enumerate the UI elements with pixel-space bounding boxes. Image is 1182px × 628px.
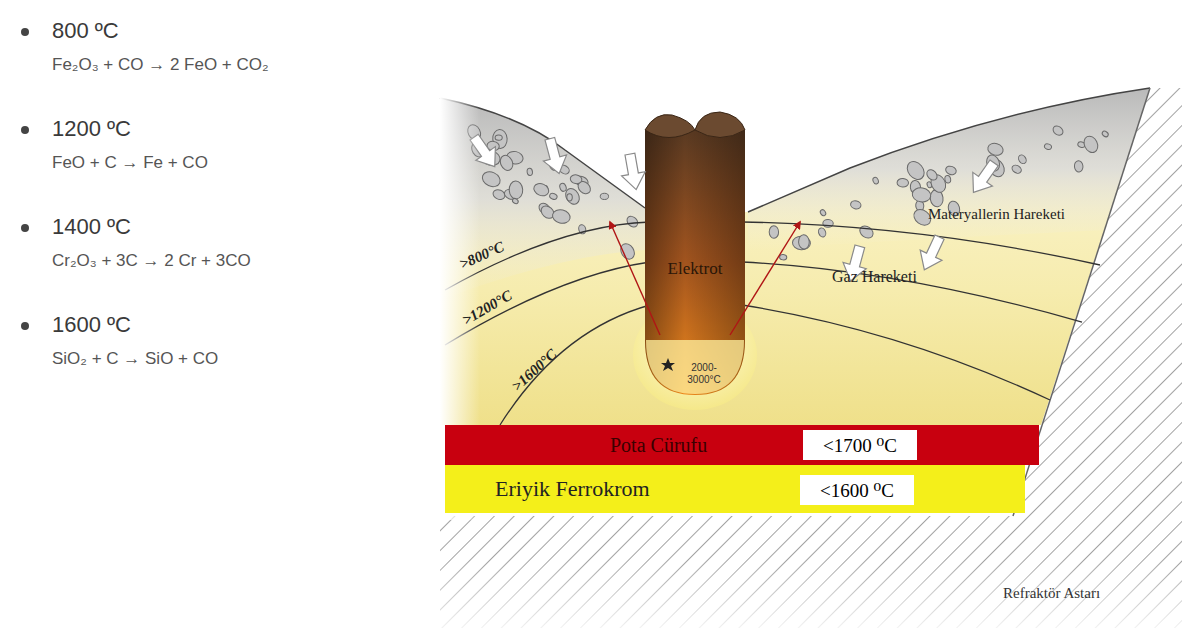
ore-lump [872,177,879,185]
refractory-label: Refraktör Astarı [1003,585,1100,602]
ore-lump [857,223,875,240]
ore-lump [549,192,558,200]
ore-lump [527,168,533,176]
isotherm-1600 [742,305,1050,400]
ore-lump [559,182,568,192]
ore-lump [779,254,787,260]
gas-movement-label: Gaz Hareketi [832,268,917,286]
slag-layer: Pota Cürufu <1700 ⁰C [445,425,1039,465]
isotherm-1200 [742,262,1082,322]
material-movement-label: Materyallerin Hareketi [928,206,1065,223]
ore-lump [1017,154,1028,165]
temperature-heading: 1600 ºC [52,312,131,337]
electrode-shade [645,130,745,395]
ore-lump [551,208,571,225]
ore-lump [817,227,827,238]
material-arrows [464,130,1004,284]
ore-lump [480,169,503,189]
ore-lump [769,226,779,239]
ore-lump [563,186,582,207]
ore-lump [944,165,957,176]
ore-lump [512,198,520,205]
ore-lumps [465,123,1109,262]
node-text: Pota Cürufu [610,434,707,457]
ore-lump [897,178,909,187]
ore-lump [618,241,637,262]
temperature-box: <1700 ⁰C [803,430,917,460]
ore-lump [925,168,939,182]
reaction-equation: FeO + C → Fe + CO [52,153,208,173]
ore-lump [1101,130,1109,138]
ore-lump [600,193,608,199]
temperature-heading: 1400 ºC [52,214,131,239]
ore-lump [819,209,827,217]
reaction-equation: Cr₂O₃ + 3C → 2 Cr + 3CO [52,251,251,271]
reaction-equation: SiO₂ + C → SiO + CO [52,349,218,369]
ore-lump [495,135,502,141]
temperature-heading: 1200 ºC [52,116,131,141]
refractory-lining [440,88,1182,628]
arc-temperature: 2000-3000°C [679,362,729,385]
gas-arrow [730,222,800,335]
ore-lump [625,214,640,229]
electrode-tip-glow [646,340,744,394]
temperature-heading: 800 ºC [52,18,119,43]
refractory-fade [440,560,1182,628]
gas-arrow [610,222,660,335]
burden-surface [748,88,1150,212]
burden-right [748,88,1150,250]
electrode-body [645,130,745,395]
electrode: Elektrot [645,255,745,283]
ore-lump [509,181,523,200]
ore-lump [1074,160,1083,172]
ferrochrome-layer: Eriyik Ferrokrom <1600 ⁰C [445,465,1025,513]
ore-lump [911,187,932,204]
electrode-top [645,112,745,138]
node-text: <1700 ⁰C [823,434,897,457]
node-text: Elektrot [668,259,723,279]
isotherm-1600 [500,305,650,425]
ore-lump [1051,124,1065,137]
ore-lump [1081,134,1100,155]
ore-lump [904,158,928,182]
ore-lump [1011,163,1023,174]
furnace-interior [440,88,1150,425]
temperature-box: <1600 ⁰C [800,475,914,505]
bullets [21,28,29,330]
ore-lump [498,153,515,172]
ore-lump [567,194,573,201]
ore-lump [798,235,809,250]
ore-lump [850,200,862,210]
arc-star [661,358,675,371]
reaction-equation: Fe₂O₃ + CO → 2 FeO + CO₂ [52,55,269,75]
ore-lump [1044,143,1053,150]
ore-lump [987,142,1005,157]
node-text: Eriyik Ferrokrom [495,476,650,502]
node-text: <1600 ⁰C [820,479,894,502]
ore-lump [570,174,583,185]
ore-lump [532,181,551,198]
